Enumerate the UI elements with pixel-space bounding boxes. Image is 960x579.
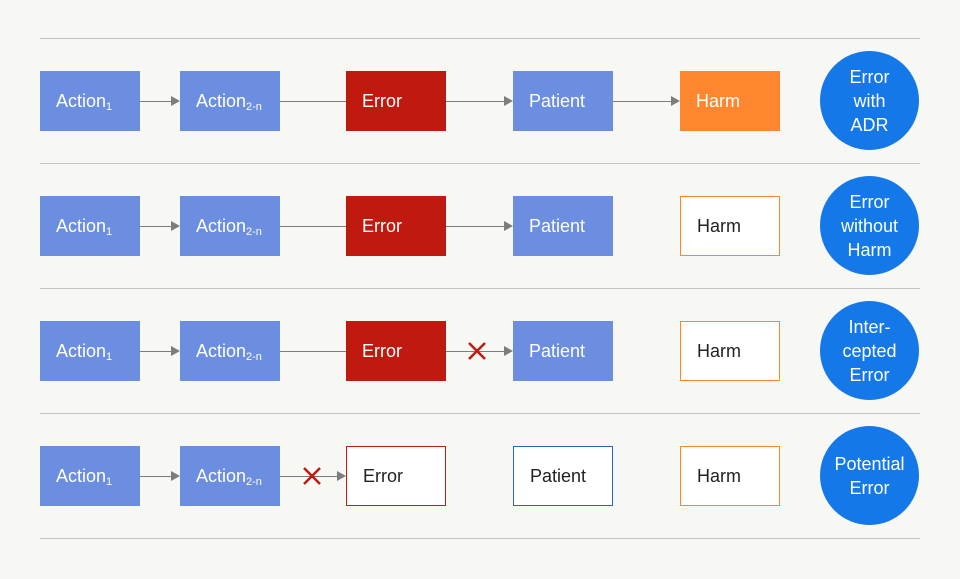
outcome-line: Error	[849, 477, 890, 498]
arrow-head-icon	[171, 96, 180, 106]
error-box: Error	[346, 196, 446, 256]
action-label: Action	[56, 465, 107, 486]
connector-line	[280, 351, 346, 352]
connector-line	[140, 476, 172, 477]
error-box: Error	[346, 71, 446, 131]
error-label: Error	[362, 90, 402, 111]
harm-box-outlined: Harm	[680, 321, 780, 381]
outcome-circle: Inter- cepted Error	[820, 301, 919, 400]
harm-box: Harm	[680, 71, 780, 131]
patient-label: Patient	[530, 465, 587, 486]
harm-label: Harm	[696, 90, 740, 111]
arrow-head-icon	[504, 96, 513, 106]
connector-line	[140, 351, 172, 352]
arrow-head-icon	[504, 221, 513, 231]
action-label: Action	[196, 90, 247, 111]
patient-box: Patient	[513, 196, 613, 256]
connector-line	[140, 226, 172, 227]
blocked-x-icon	[303, 467, 321, 485]
action-subscript: 2-n	[246, 226, 262, 238]
outcome-line: without	[840, 215, 899, 236]
action-subscript: 1	[106, 476, 113, 488]
error-box-outlined: Error	[346, 446, 446, 506]
patient-box: Patient	[513, 321, 613, 381]
action-subscript: 1	[106, 351, 113, 363]
harm-label: Harm	[697, 340, 741, 361]
outcome-circle: Error without Harm	[820, 176, 919, 275]
error-label: Error	[363, 465, 403, 486]
connector-line	[280, 101, 346, 102]
outcome-line: Harm	[847, 239, 892, 260]
outcome-line: Error	[849, 66, 890, 87]
arrow-head-icon	[337, 471, 346, 481]
patient-box-outlined: Patient	[513, 446, 613, 506]
divider-line	[40, 538, 920, 539]
outcome-line: ADR	[850, 114, 889, 135]
harm-box-outlined: Harm	[680, 446, 780, 506]
error-box: Error	[346, 321, 446, 381]
blocked-x-icon	[468, 342, 486, 360]
connector-line	[280, 226, 346, 227]
action-subscript: 2-n	[246, 101, 262, 113]
action-subscript: 2-n	[246, 351, 262, 363]
connector-line	[280, 476, 338, 477]
outcome-line: Error	[849, 191, 890, 212]
action-subscript: 2-n	[246, 476, 262, 488]
patient-label: Patient	[529, 215, 586, 236]
harm-label: Harm	[697, 215, 741, 236]
outcome-line: with	[853, 90, 886, 111]
harm-label: Harm	[697, 465, 741, 486]
action-label: Action	[196, 465, 247, 486]
connector-line	[140, 101, 172, 102]
divider-line	[40, 163, 920, 164]
outcome-line: cepted	[842, 340, 897, 361]
divider-line	[40, 38, 920, 39]
error-label: Error	[362, 340, 402, 361]
connector-line	[446, 226, 505, 227]
arrow-head-icon	[171, 346, 180, 356]
patient-box: Patient	[513, 71, 613, 131]
divider-line	[40, 288, 920, 289]
patient-label: Patient	[529, 90, 586, 111]
outcome-line: Potential	[834, 453, 905, 474]
action-subscript: 1	[106, 101, 113, 113]
harm-box-outlined: Harm	[680, 196, 780, 256]
connector-line	[446, 101, 505, 102]
outcome-circle: Potential Error	[820, 426, 919, 525]
outcome-line: Inter-	[848, 316, 891, 337]
arrow-head-icon	[171, 221, 180, 231]
divider-line	[40, 413, 920, 414]
error-label: Error	[362, 215, 402, 236]
arrow-head-icon	[504, 346, 513, 356]
arrow-head-icon	[671, 96, 680, 106]
action-label: Action	[56, 90, 107, 111]
action-label: Action	[56, 215, 107, 236]
outcome-circle: Error with ADR	[820, 51, 919, 150]
action-subscript: 1	[106, 226, 113, 238]
action-label: Action	[196, 215, 247, 236]
action-label: Action	[196, 340, 247, 361]
patient-label: Patient	[529, 340, 586, 361]
connector-line	[613, 101, 672, 102]
arrow-head-icon	[171, 471, 180, 481]
action-label: Action	[56, 340, 107, 361]
outcome-line: Error	[849, 364, 890, 385]
